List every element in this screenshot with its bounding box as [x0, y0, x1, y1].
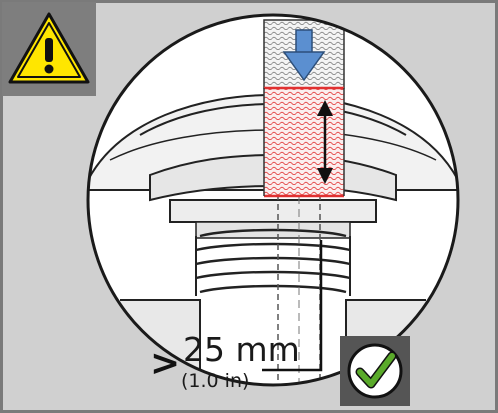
- insert-direction-arrow: [282, 29, 326, 82]
- engagement-range-arrow: [317, 100, 333, 184]
- warning-badge: [2, 2, 96, 96]
- checkmark-circle-icon: [347, 343, 403, 399]
- warning-triangle-icon: [8, 12, 90, 84]
- measurement-value: 25 mm: [183, 330, 300, 369]
- measurement-imperial: (1.0 in): [181, 370, 250, 392]
- measurement-leader-line: [262, 240, 323, 372]
- approved-badge: [340, 336, 410, 406]
- greater-than-symbol: >: [150, 343, 181, 384]
